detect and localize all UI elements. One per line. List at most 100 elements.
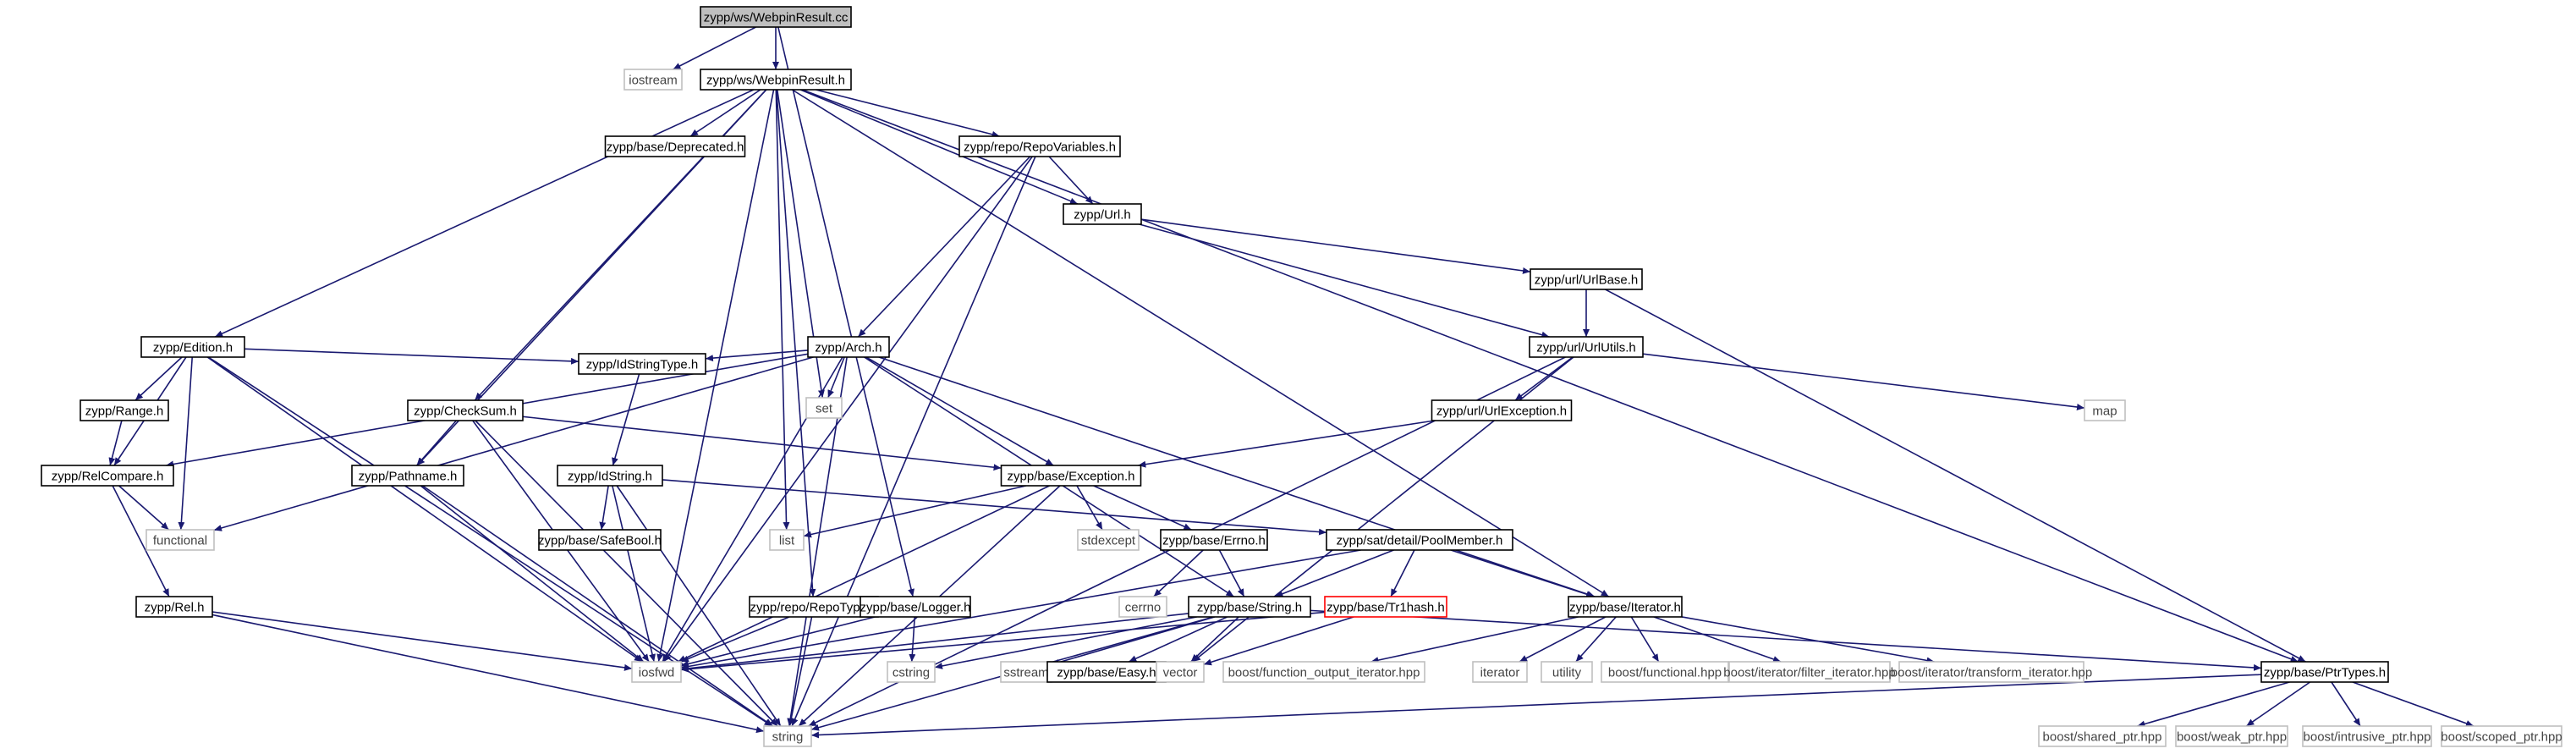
node-label-relcompare: zypp/RelCompare.h [52, 470, 164, 484]
node-cstring: cstring [887, 661, 936, 683]
node-box-bweak [2175, 725, 2288, 747]
node-box-functional [146, 529, 215, 551]
edge-relcompare-to-rel [112, 485, 170, 597]
node-urlexc[interactable]: zypp/url/UrlException.h [1431, 399, 1573, 421]
node-label-root: zypp/ws/WebpinResult.cc [704, 11, 849, 25]
node-box-utility [1541, 661, 1593, 683]
edge-urlbase-to-ptrtypes [1605, 289, 2306, 663]
node-label-safebool: zypp/base/SafeBool.h [538, 534, 662, 548]
node-tr1hash[interactable]: zypp/base/Tr1hash.h [1324, 596, 1447, 618]
node-box-url [1063, 203, 1142, 225]
edge-urlexc-to-exception [1138, 420, 1435, 468]
node-box-repovars [958, 135, 1121, 157]
node-stringh[interactable]: zypp/base/String.h [1188, 596, 1311, 618]
node-logger[interactable]: zypp/base/Logger.h [860, 596, 971, 618]
node-box-checksum [407, 399, 524, 421]
node-box-vector [1156, 661, 1205, 683]
node-label-webpinh: zypp/ws/WebpinResult.h [706, 74, 845, 88]
edge-ptrtypes-to-bshared [2137, 681, 2290, 728]
node-box-cstring [887, 661, 936, 683]
node-rel[interactable]: zypp/Rel.h [135, 596, 213, 618]
edge-arch-to-idstringtype [705, 349, 809, 362]
node-ptrtypes[interactable]: zypp/base/PtrTypes.h [2260, 661, 2389, 683]
node-label-poolmember: zypp/sat/detail/PoolMember.h [1337, 534, 1503, 548]
node-label-btransform: boost/iterator/transform_iterator.hpp [1891, 666, 2092, 680]
edge-checksum-to-pathname [415, 420, 458, 466]
node-box-bshared [2038, 725, 2167, 747]
node-errno[interactable]: zypp/base/Errno.h [1160, 529, 1268, 551]
node-repotype[interactable]: zypp/repo/RepoType.h [749, 596, 879, 618]
node-safebool[interactable]: zypp/base/SafeBool.h [538, 529, 662, 551]
node-label-deprecated: zypp/base/Deprecated.h [607, 140, 744, 155]
edge-idstringtype-to-idstring [612, 373, 640, 466]
node-checksum[interactable]: zypp/CheckSum.h [407, 399, 524, 421]
node-urlutils[interactable]: zypp/url/UrlUtils.h [1529, 336, 1644, 358]
node-box-idstringtype [578, 353, 706, 375]
edge-relcompare-to-functional [118, 485, 169, 531]
node-cerrno: cerrno [1118, 596, 1167, 618]
node-label-easy: zypp/base/Easy.h [1057, 666, 1156, 680]
node-box-range [80, 399, 169, 421]
node-label-stdexcept: stdexcept [1081, 534, 1136, 548]
edge-logger-to-iosfwd [680, 616, 876, 668]
node-label-exception: zypp/base/Exception.h [1008, 470, 1135, 484]
edge-stringh-to-easy [1129, 616, 1228, 663]
node-root[interactable]: zypp/ws/WebpinResult.cc [700, 6, 852, 28]
node-urlbase[interactable]: zypp/url/UrlBase.h [1530, 268, 1643, 290]
node-box-exception [1000, 465, 1142, 487]
node-label-idstring: zypp/IdString.h [568, 470, 652, 484]
node-bfunc: boost/functional.hpp [1601, 661, 1729, 683]
node-webpinh[interactable]: zypp/ws/WebpinResult.h [700, 69, 852, 91]
node-box-iterator [1568, 596, 1683, 618]
node-label-edition: zypp/Edition.h [153, 341, 233, 355]
node-label-stringh: zypp/base/String.h [1197, 601, 1302, 615]
node-box-webpinh [700, 69, 852, 91]
edge-webpinh-to-edition [214, 89, 755, 338]
node-pathname[interactable]: zypp/Pathname.h [351, 465, 464, 487]
node-box-safebool [538, 529, 662, 551]
node-deprecated[interactable]: zypp/base/Deprecated.h [604, 135, 746, 157]
edge-iterator-to-utility [1575, 616, 1617, 663]
node-label-iterator: zypp/base/Iterator.h [1569, 601, 1681, 615]
node-iterator[interactable]: zypp/base/Iterator.h [1568, 596, 1683, 618]
node-box-ptrtypes [2260, 661, 2389, 683]
node-edition[interactable]: zypp/Edition.h [140, 336, 245, 358]
edge-range-to-relcompare [108, 420, 123, 466]
node-list: list [769, 529, 805, 551]
node-url[interactable]: zypp/Url.h [1063, 203, 1142, 225]
node-bfoi: boost/function_output_iterator.hpp [1222, 661, 1425, 683]
edge-iterator-to-btransform [1681, 616, 1935, 664]
node-label-urlbase: zypp/url/UrlBase.h [1535, 273, 1639, 288]
node-box-edition [140, 336, 245, 358]
edge-webpinh-to-repovars [816, 89, 1000, 138]
edge-webpinh-to-iosfwd [656, 89, 775, 663]
node-exception[interactable]: zypp/base/Exception.h [1000, 465, 1142, 487]
node-range[interactable]: zypp/Range.h [80, 399, 169, 421]
node-box-list [769, 529, 805, 551]
node-box-string [763, 725, 812, 747]
node-label-iostream: iostream [629, 74, 678, 88]
node-sstream: sstream [1000, 661, 1052, 683]
node-label-bfilter: boost/iterator/filter_iterator.hpp [1723, 666, 1895, 680]
edge-arch-to-functional [213, 356, 814, 531]
node-iostream: iostream [623, 69, 683, 91]
edge-checksum-to-string [475, 420, 778, 727]
edge-edition-to-iosfwd [206, 356, 643, 663]
node-idstringtype[interactable]: zypp/IdStringType.h [578, 353, 706, 375]
node-arch[interactable]: zypp/Arch.h [807, 336, 890, 358]
node-poolmember[interactable]: zypp/sat/detail/PoolMember.h [1326, 529, 1513, 551]
node-label-idstringtype: zypp/IdStringType.h [586, 358, 699, 372]
edge-iterator-to-bfunc [1630, 616, 1660, 663]
node-relcompare[interactable]: zypp/RelCompare.h [41, 465, 174, 487]
node-box-arch [807, 336, 890, 358]
node-repovars[interactable]: zypp/repo/RepoVariables.h [958, 135, 1121, 157]
node-label-pathname: zypp/Pathname.h [359, 470, 458, 484]
edge-edition-to-range [135, 356, 183, 401]
node-easy[interactable]: zypp/base/Easy.h [1046, 661, 1167, 683]
edge-stringh-to-iosfwd [680, 613, 1189, 672]
node-label-functional: functional [153, 534, 207, 548]
edge-pathname-to-string [422, 485, 773, 727]
node-idstring[interactable]: zypp/IdString.h [557, 465, 663, 487]
node-box-deprecated [604, 135, 746, 157]
